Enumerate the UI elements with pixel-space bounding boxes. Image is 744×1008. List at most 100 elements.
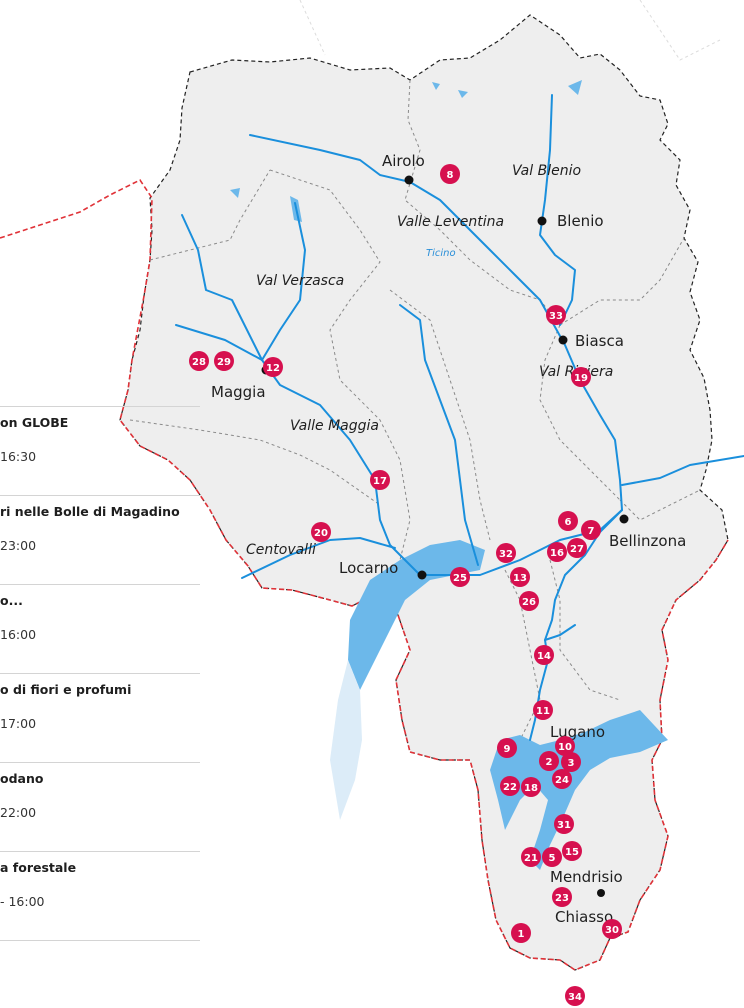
- event-list-divider: [0, 940, 200, 941]
- event-marker-number: 30: [605, 925, 619, 936]
- event-marker[interactable]: 33: [546, 305, 566, 325]
- event-marker-number: 31: [557, 820, 571, 831]
- event-marker[interactable]: 6: [558, 511, 578, 531]
- event-marker-number: 22: [503, 782, 517, 793]
- event-marker-number: 20: [314, 528, 328, 539]
- event-marker[interactable]: 29: [214, 351, 234, 371]
- event-item[interactable]: ri nelle Bolle di Magadino 23:00: [0, 495, 200, 584]
- event-item[interactable]: o... 16:00: [0, 584, 200, 673]
- event-marker[interactable]: 10: [555, 736, 575, 756]
- event-marker[interactable]: 14: [534, 645, 554, 665]
- event-marker-number: 1: [518, 929, 525, 940]
- event-marker[interactable]: 12: [263, 357, 283, 377]
- place-label-maggia: Maggia: [211, 383, 266, 401]
- event-marker[interactable]: 27: [567, 538, 587, 558]
- place-label-blenio: Blenio: [557, 212, 604, 230]
- event-marker[interactable]: 1: [511, 923, 531, 943]
- event-marker-number: 8: [447, 170, 454, 181]
- event-marker[interactable]: 2: [539, 751, 559, 771]
- event-marker[interactable]: 32: [496, 543, 516, 563]
- event-marker[interactable]: 21: [521, 847, 541, 867]
- small-lake-3: [230, 188, 240, 198]
- small-lake-5: [432, 82, 440, 90]
- event-marker-number: 13: [513, 573, 527, 584]
- event-marker-number: 21: [524, 853, 538, 864]
- event-marker[interactable]: 5: [542, 847, 562, 867]
- event-marker-number: 3: [568, 758, 575, 769]
- event-marker-number: 12: [266, 363, 280, 374]
- event-time: - 16:00: [0, 894, 45, 909]
- region-label-val-verzasca: Val Verzasca: [256, 273, 344, 289]
- place-label-mendrisio: Mendrisio: [550, 868, 623, 886]
- national-border-south: [409, 539, 729, 971]
- event-marker-number: 32: [499, 549, 513, 560]
- event-marker-number: 29: [217, 357, 231, 368]
- event-marker[interactable]: 19: [571, 367, 591, 387]
- event-marker-number: 16: [550, 548, 564, 559]
- event-marker[interactable]: 20: [311, 522, 331, 542]
- lago-di-lugano: [490, 710, 668, 870]
- event-marker-number: 18: [524, 783, 538, 794]
- event-marker-number: 19: [574, 373, 588, 384]
- event-title: o di fiori e profumi: [0, 682, 132, 697]
- event-marker-number: 34: [568, 992, 582, 1003]
- event-marker-number: 6: [565, 517, 572, 528]
- event-marker[interactable]: 30: [602, 919, 622, 939]
- event-marker[interactable]: 17: [370, 470, 390, 490]
- event-marker[interactable]: 24: [552, 769, 572, 789]
- event-time: 22:00: [0, 805, 37, 820]
- event-marker[interactable]: 26: [519, 591, 539, 611]
- event-list: on GLOBE 16:30 ri nelle Bolle di Magadin…: [0, 406, 200, 941]
- river-label-ticino: Ticino: [426, 248, 456, 259]
- event-item[interactable]: on GLOBE 16:30: [0, 406, 200, 495]
- place-label-chiasso: Chiasso: [555, 908, 613, 926]
- place-label-bellinzona: Bellinzona: [609, 532, 686, 550]
- place-label-biasca: Biasca: [575, 332, 624, 350]
- event-marker[interactable]: 15: [562, 841, 582, 861]
- event-item[interactable]: odano 22:00: [0, 762, 200, 851]
- event-marker[interactable]: 3: [561, 752, 581, 772]
- event-marker-number: 10: [558, 742, 572, 753]
- event-marker[interactable]: 13: [510, 567, 530, 587]
- event-title: on GLOBE: [0, 415, 69, 430]
- event-marker-number: 26: [522, 597, 536, 608]
- region-label-valle-maggia: Valle Maggia: [290, 418, 379, 434]
- event-marker-number: 25: [453, 573, 467, 584]
- event-item[interactable]: a forestale - 16:00: [0, 851, 200, 940]
- event-time: 16:30: [0, 449, 37, 464]
- event-title: a forestale: [0, 860, 77, 875]
- event-title: o...: [0, 593, 23, 608]
- event-marker-number: 23: [555, 893, 569, 904]
- event-marker[interactable]: 34: [565, 986, 585, 1006]
- event-title: ri nelle Bolle di Magadino: [0, 504, 180, 519]
- lago-maggiore: [348, 540, 485, 690]
- outer-area-line: [299, 0, 721, 61]
- event-markers[interactable]: 8 33 19 28 29 12 17 20 6 7 27 16 32 13 2…: [189, 164, 622, 1006]
- event-time: 17:00: [0, 716, 37, 731]
- event-marker[interactable]: 16: [547, 542, 567, 562]
- event-marker[interactable]: 25: [450, 567, 470, 587]
- event-marker[interactable]: 7: [581, 520, 601, 540]
- event-marker-number: 24: [555, 775, 569, 786]
- event-time: 23:00: [0, 538, 37, 553]
- event-marker-number: 7: [588, 526, 595, 537]
- national-border-west: [0, 178, 411, 753]
- event-marker-number: 15: [565, 847, 579, 858]
- event-marker[interactable]: 9: [497, 738, 517, 758]
- event-item[interactable]: o di fiori e profumi 17:00: [0, 673, 200, 762]
- event-marker[interactable]: 22: [500, 776, 520, 796]
- event-time: 16:00: [0, 627, 37, 642]
- event-marker-number: 28: [192, 357, 206, 368]
- event-marker[interactable]: 31: [554, 814, 574, 834]
- event-marker[interactable]: 28: [189, 351, 209, 371]
- event-marker[interactable]: 18: [521, 777, 541, 797]
- event-marker[interactable]: 11: [533, 700, 553, 720]
- event-marker-number: 17: [373, 476, 387, 487]
- place-label-airolo: Airolo: [382, 152, 425, 170]
- event-marker[interactable]: 8: [440, 164, 460, 184]
- district-borders: [129, 79, 701, 741]
- event-marker-number: 11: [536, 706, 550, 717]
- event-marker[interactable]: 23: [552, 887, 572, 907]
- rivers: [175, 94, 744, 741]
